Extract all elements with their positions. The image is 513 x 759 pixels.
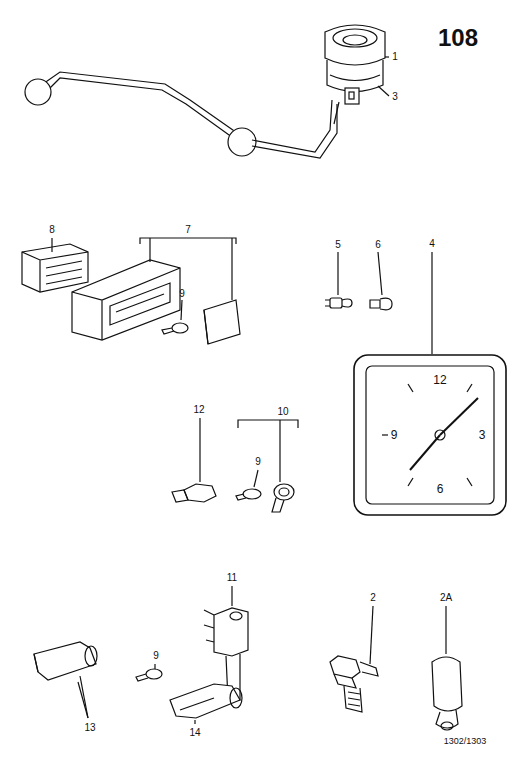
clock-numeral: 12 [433,374,446,386]
clock-numeral: 3 [479,429,486,441]
callout-number: 3 [392,92,398,102]
callout-number: 12 [193,405,204,415]
callout-number: 4 [429,239,435,249]
callout-number: 6 [375,240,381,250]
page-number: 108 [438,26,478,50]
callout-number: 9 [255,457,261,467]
callout-number: 7 [185,225,191,235]
callout-number: 2 [370,593,376,603]
callout-number: 14 [189,728,200,738]
callout-number: 8 [49,225,55,235]
callout-number: 11 [227,573,237,583]
figure-code: 1302/1303 [444,737,487,746]
clock-numeral: 9 [391,429,398,441]
callout-number: 5 [335,240,341,250]
clock-numeral: 6 [437,483,444,495]
callout-number: 13 [84,723,95,733]
callout-number: 9 [153,651,159,661]
callout-number: 2A [440,593,452,603]
callout-number: 9 [179,289,185,299]
callout-number: 10 [277,407,288,417]
callout-number: 1 [392,52,398,62]
